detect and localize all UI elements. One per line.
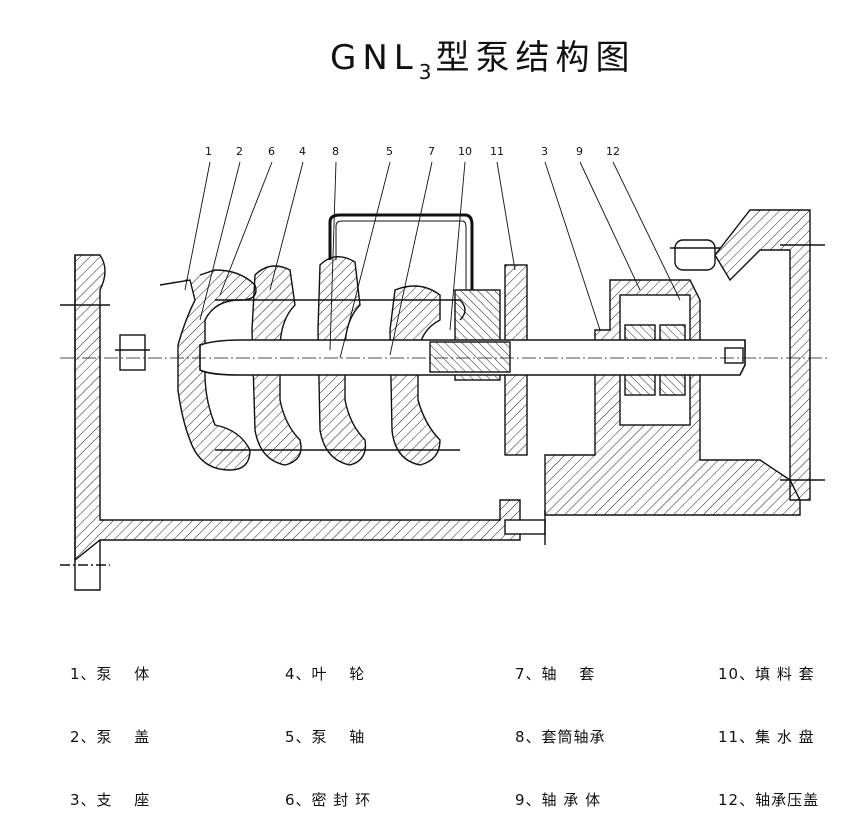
title-subscript: 3 xyxy=(418,60,432,84)
legend-item: 2、泵 盖 xyxy=(70,728,151,746)
legend-item: 8、套筒轴承 xyxy=(515,728,606,746)
legend-column-1: 1、泵 体 2、泵 盖 3、支 座 xyxy=(70,622,150,832)
shaft-sleeve xyxy=(429,341,511,373)
callout-label: 8 xyxy=(332,145,339,158)
support-base xyxy=(74,254,521,562)
title-prefix: GNL xyxy=(330,38,419,78)
oil-cup xyxy=(674,239,716,271)
callout-label: 12 xyxy=(606,145,620,158)
bearing-cover xyxy=(714,209,811,501)
legend-item: 10、填 料 套 xyxy=(718,665,815,683)
callout-label: 6 xyxy=(268,145,275,158)
legend-column-4: 10、填 料 套 11、集 水 盘 12、轴承压盖 xyxy=(718,622,819,832)
callout-label: 2 xyxy=(236,145,243,158)
callout-label: 9 xyxy=(576,145,583,158)
legend-item: 7、轴 套 xyxy=(515,665,596,683)
callout-label: 11 xyxy=(490,145,504,158)
legend-item: 6、密 封 环 xyxy=(285,791,372,809)
front-bolt xyxy=(119,334,146,371)
callout-label: 7 xyxy=(428,145,435,158)
callout-label: 5 xyxy=(386,145,393,158)
legend-item: 3、支 座 xyxy=(70,791,151,809)
balance-pipe xyxy=(328,213,474,290)
title-suffix: 型泵结构图 xyxy=(435,38,636,78)
legend-column-3: 7、轴 套 8、套筒轴承 9、轴 承 体 xyxy=(515,622,606,832)
legend-column-2: 4、叶 轮 5、泵 轴 6、密 封 环 xyxy=(285,622,371,832)
callout-label: 3 xyxy=(541,145,548,158)
callout-leaders xyxy=(184,161,681,359)
legend-item: 9、轴 承 体 xyxy=(515,791,602,809)
legend-item: 4、叶 轮 xyxy=(285,665,366,683)
callout-label: 10 xyxy=(458,145,472,158)
legend-item: 5、泵 轴 xyxy=(285,728,366,746)
legend-item: 1、泵 体 xyxy=(70,665,151,683)
callout-label: 1 xyxy=(205,145,212,158)
legend-item: 11、集 水 盘 xyxy=(718,728,815,746)
base-bolt xyxy=(504,519,546,535)
pump-body-outline xyxy=(60,209,825,591)
callout-labels: 1 2 6 4 8 5 7 10 11 3 9 12 xyxy=(205,145,620,158)
pump-cross-section-drawing: 1 2 6 4 8 5 7 10 11 3 9 12 xyxy=(60,145,830,591)
legend-item: 12、轴承压盖 xyxy=(718,791,820,809)
callout-label: 4 xyxy=(299,145,306,158)
